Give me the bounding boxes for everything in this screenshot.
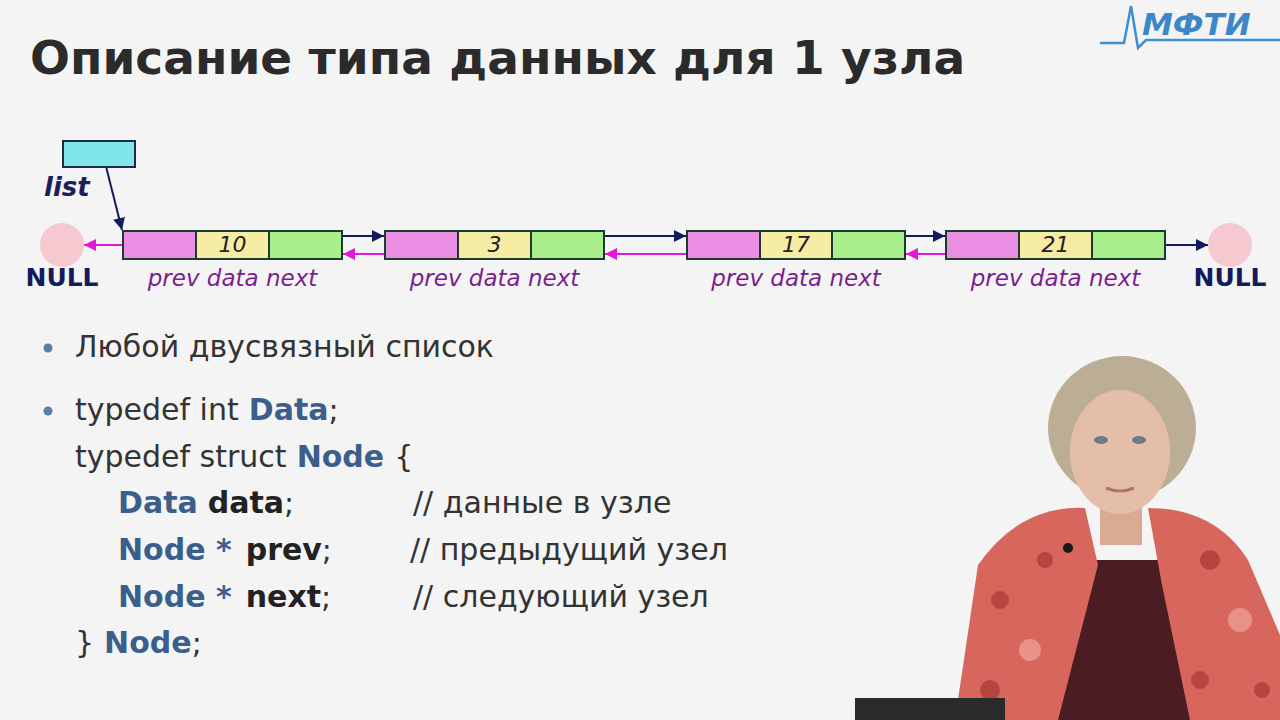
shawl-pattern	[991, 591, 1009, 609]
presenter-photo	[855, 356, 1280, 720]
shawl-pattern	[1228, 608, 1252, 632]
code-field: prev	[246, 532, 322, 568]
next-link	[906, 235, 945, 237]
code-line: Node * next;	[118, 579, 331, 615]
code-field: data	[208, 485, 284, 521]
code-punct: }	[75, 625, 94, 661]
next-cell	[270, 232, 341, 258]
code-line: Node * prev;	[118, 532, 332, 568]
shawl-pattern	[1200, 550, 1220, 570]
field-names: prev data next	[711, 264, 881, 292]
code-punct: ;	[328, 392, 338, 428]
presenter-microphone	[1063, 543, 1073, 553]
prev-link	[906, 253, 945, 255]
code-line: Любой двусвязный список	[75, 329, 494, 365]
presenter-eye	[1132, 436, 1146, 444]
code-keyword: typedef int	[75, 392, 239, 428]
presenter-eye	[1094, 436, 1108, 444]
list-node: 10prev data next	[122, 230, 343, 260]
shawl-pattern	[1191, 671, 1209, 689]
prev-link	[343, 253, 384, 255]
laptop	[855, 698, 1005, 720]
prev-cell	[688, 232, 761, 258]
next-cell	[532, 232, 603, 258]
code-keyword: typedef struct	[75, 439, 287, 475]
logo-wave	[1100, 6, 1280, 48]
prev-cell	[947, 232, 1020, 258]
null-marker: NULL	[1208, 223, 1252, 267]
null-marker: NULL	[40, 223, 84, 267]
code-type: Node *	[118, 532, 232, 568]
node-value: 3	[488, 232, 502, 258]
data-cell: 21	[1020, 232, 1093, 258]
shawl-pattern	[980, 680, 1000, 700]
data-cell: 17	[761, 232, 834, 258]
shawl-pattern	[1019, 639, 1041, 661]
code-line: typedef struct Node{	[75, 439, 413, 475]
field-names: prev data next	[148, 264, 318, 292]
null-label: NULL	[1193, 263, 1266, 293]
presenter-shawl	[1148, 508, 1280, 720]
list-node: 21prev data next	[945, 230, 1166, 260]
list-node: 17prev data next	[686, 230, 906, 260]
pointer-name: list	[44, 172, 90, 202]
presenter-mouth	[1106, 488, 1134, 491]
code-punct: ;	[284, 485, 294, 521]
node-value: 10	[219, 232, 247, 258]
logo-text: МФТИ	[1142, 6, 1251, 42]
code-comment: // предыдущий узел	[410, 532, 728, 568]
pointer-box: list	[62, 140, 136, 168]
code-type: Node	[104, 625, 192, 661]
code-comment: // следующий узел	[413, 579, 709, 615]
node-value: 21	[1042, 232, 1070, 258]
next-link	[1166, 244, 1208, 246]
next-link	[605, 235, 686, 237]
next-link	[343, 235, 384, 237]
code-line: Data data;	[118, 485, 294, 521]
list-node: 3prev data next	[384, 230, 605, 260]
prev-link	[84, 244, 122, 246]
code-line: } Node;	[75, 625, 202, 661]
code-punct: ;	[321, 579, 331, 615]
field-names: prev data next	[410, 264, 580, 292]
slide-title: Описание типа данных для 1 узла	[30, 28, 965, 88]
node-value: 17	[782, 232, 810, 258]
bullet-dot	[44, 344, 53, 353]
data-cell: 10	[197, 232, 270, 258]
code-punct: ;	[192, 625, 202, 661]
shawl-pattern	[1037, 552, 1053, 568]
next-cell	[1093, 232, 1164, 258]
code-type: Data	[249, 392, 329, 428]
code-punct: {	[394, 439, 413, 475]
presenter-shawl	[955, 508, 1098, 720]
code-type: Node *	[118, 579, 232, 615]
data-cell: 3	[459, 232, 532, 258]
null-label: NULL	[25, 263, 98, 293]
code-type: Data	[118, 485, 198, 521]
bullet-dot	[44, 407, 53, 416]
code-comment: // данные в узле	[413, 485, 671, 521]
presenter-face	[1070, 390, 1170, 514]
field-names: prev data next	[971, 264, 1141, 292]
code-line: typedef int Data;	[75, 392, 339, 428]
bullet-text: Любой двусвязный список	[75, 329, 494, 365]
next-link	[106, 168, 122, 230]
prev-cell	[124, 232, 197, 258]
prev-cell	[386, 232, 459, 258]
code-punct: ;	[322, 532, 332, 568]
prev-link	[605, 253, 686, 255]
next-cell	[833, 232, 904, 258]
shawl-pattern	[1254, 682, 1270, 698]
code-type: Node	[297, 439, 385, 475]
code-field: next	[246, 579, 321, 615]
